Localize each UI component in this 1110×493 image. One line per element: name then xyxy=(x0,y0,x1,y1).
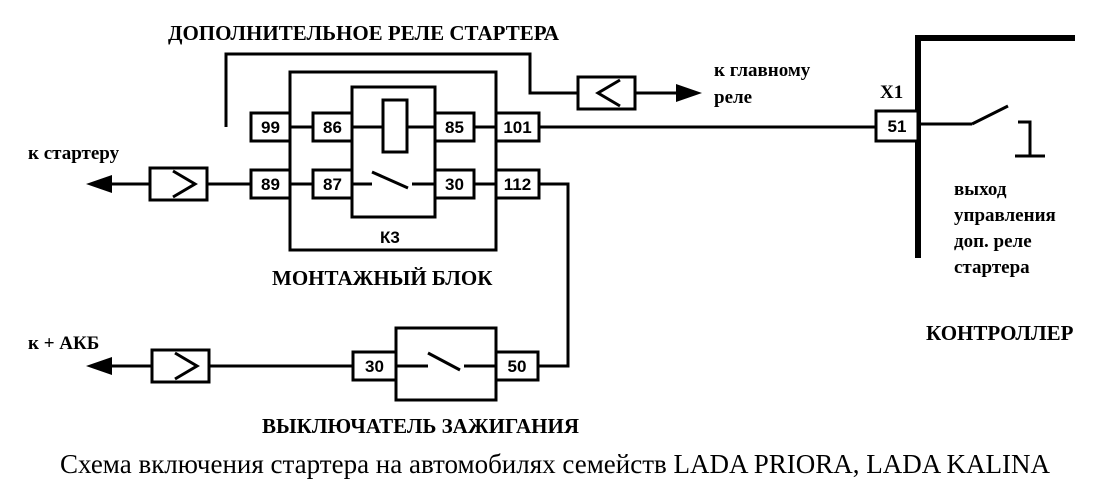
pin-51 xyxy=(874,109,920,143)
arrow-left-icon xyxy=(86,175,112,193)
pin-85 xyxy=(433,111,476,143)
connector-battery-chevron-icon xyxy=(174,351,200,381)
arrow-right-icon xyxy=(676,84,702,102)
pin-99-label: 99 xyxy=(261,118,280,137)
pin-30-relay xyxy=(433,168,476,200)
controller-ground-wire xyxy=(1018,120,1032,156)
pin-85-label: 85 xyxy=(445,118,464,137)
output-label-3: доп. реле xyxy=(954,231,1032,252)
output-label-2: управления xyxy=(954,205,1056,226)
relay-title: ДОПОЛНИТЕЛЬНОЕ РЕЛЕ СТАРТЕРА xyxy=(168,21,560,45)
mount-block xyxy=(288,70,498,252)
pin-89-label: 89 xyxy=(261,175,280,194)
relay-k3 xyxy=(350,85,437,219)
wire-99-to-main-relay xyxy=(224,52,578,127)
to-main-relay-label-1: к главному xyxy=(714,60,811,81)
pin-30-relay-label: 30 xyxy=(445,175,464,194)
pin-87-label: 87 xyxy=(323,175,342,194)
connector-starter-chevron-icon xyxy=(172,169,198,199)
arrow-left-icon-battery xyxy=(86,357,112,375)
mount-block-label: МОНТАЖНЫЙ БЛОК xyxy=(272,266,493,290)
output-label-1: выход xyxy=(954,179,1007,200)
controller-switch-contact xyxy=(971,104,1009,126)
to-starter-label: к стартеру xyxy=(28,143,120,164)
to-main-relay-label-2: реле xyxy=(714,87,752,108)
relay-name-label: К3 xyxy=(380,228,400,247)
pin-99 xyxy=(249,111,292,143)
pin-51-label: 51 xyxy=(888,117,907,136)
controller-border xyxy=(915,35,1075,258)
connector-main-relay xyxy=(576,75,637,111)
pin-86-label: 86 xyxy=(323,118,342,137)
wire-112-to-50 xyxy=(538,182,570,368)
pin-50-label: 50 xyxy=(508,357,527,376)
ignition-switch-label: ВЫКЛЮЧАТЕЛЬ ЗАЖИГАНИЯ xyxy=(262,414,579,438)
diagram-caption: Схема включения стартера на автомобилях … xyxy=(60,449,1051,479)
relay-switch-contact xyxy=(371,170,409,190)
pin-112-label: 112 xyxy=(504,175,531,194)
pin-30-switch-label: 30 xyxy=(365,357,384,376)
output-label-4: стартера xyxy=(954,257,1030,278)
ignition-switch-contact xyxy=(427,351,461,372)
connector-main-relay-chevron-icon xyxy=(595,78,621,108)
to-battery-label: к + АКБ xyxy=(28,333,99,354)
relay-coil xyxy=(381,98,409,154)
connector-x1-label: X1 xyxy=(880,82,903,103)
pin-101-label: 101 xyxy=(503,118,531,137)
controller-label: КОНТРОЛЛЕР xyxy=(926,321,1074,345)
